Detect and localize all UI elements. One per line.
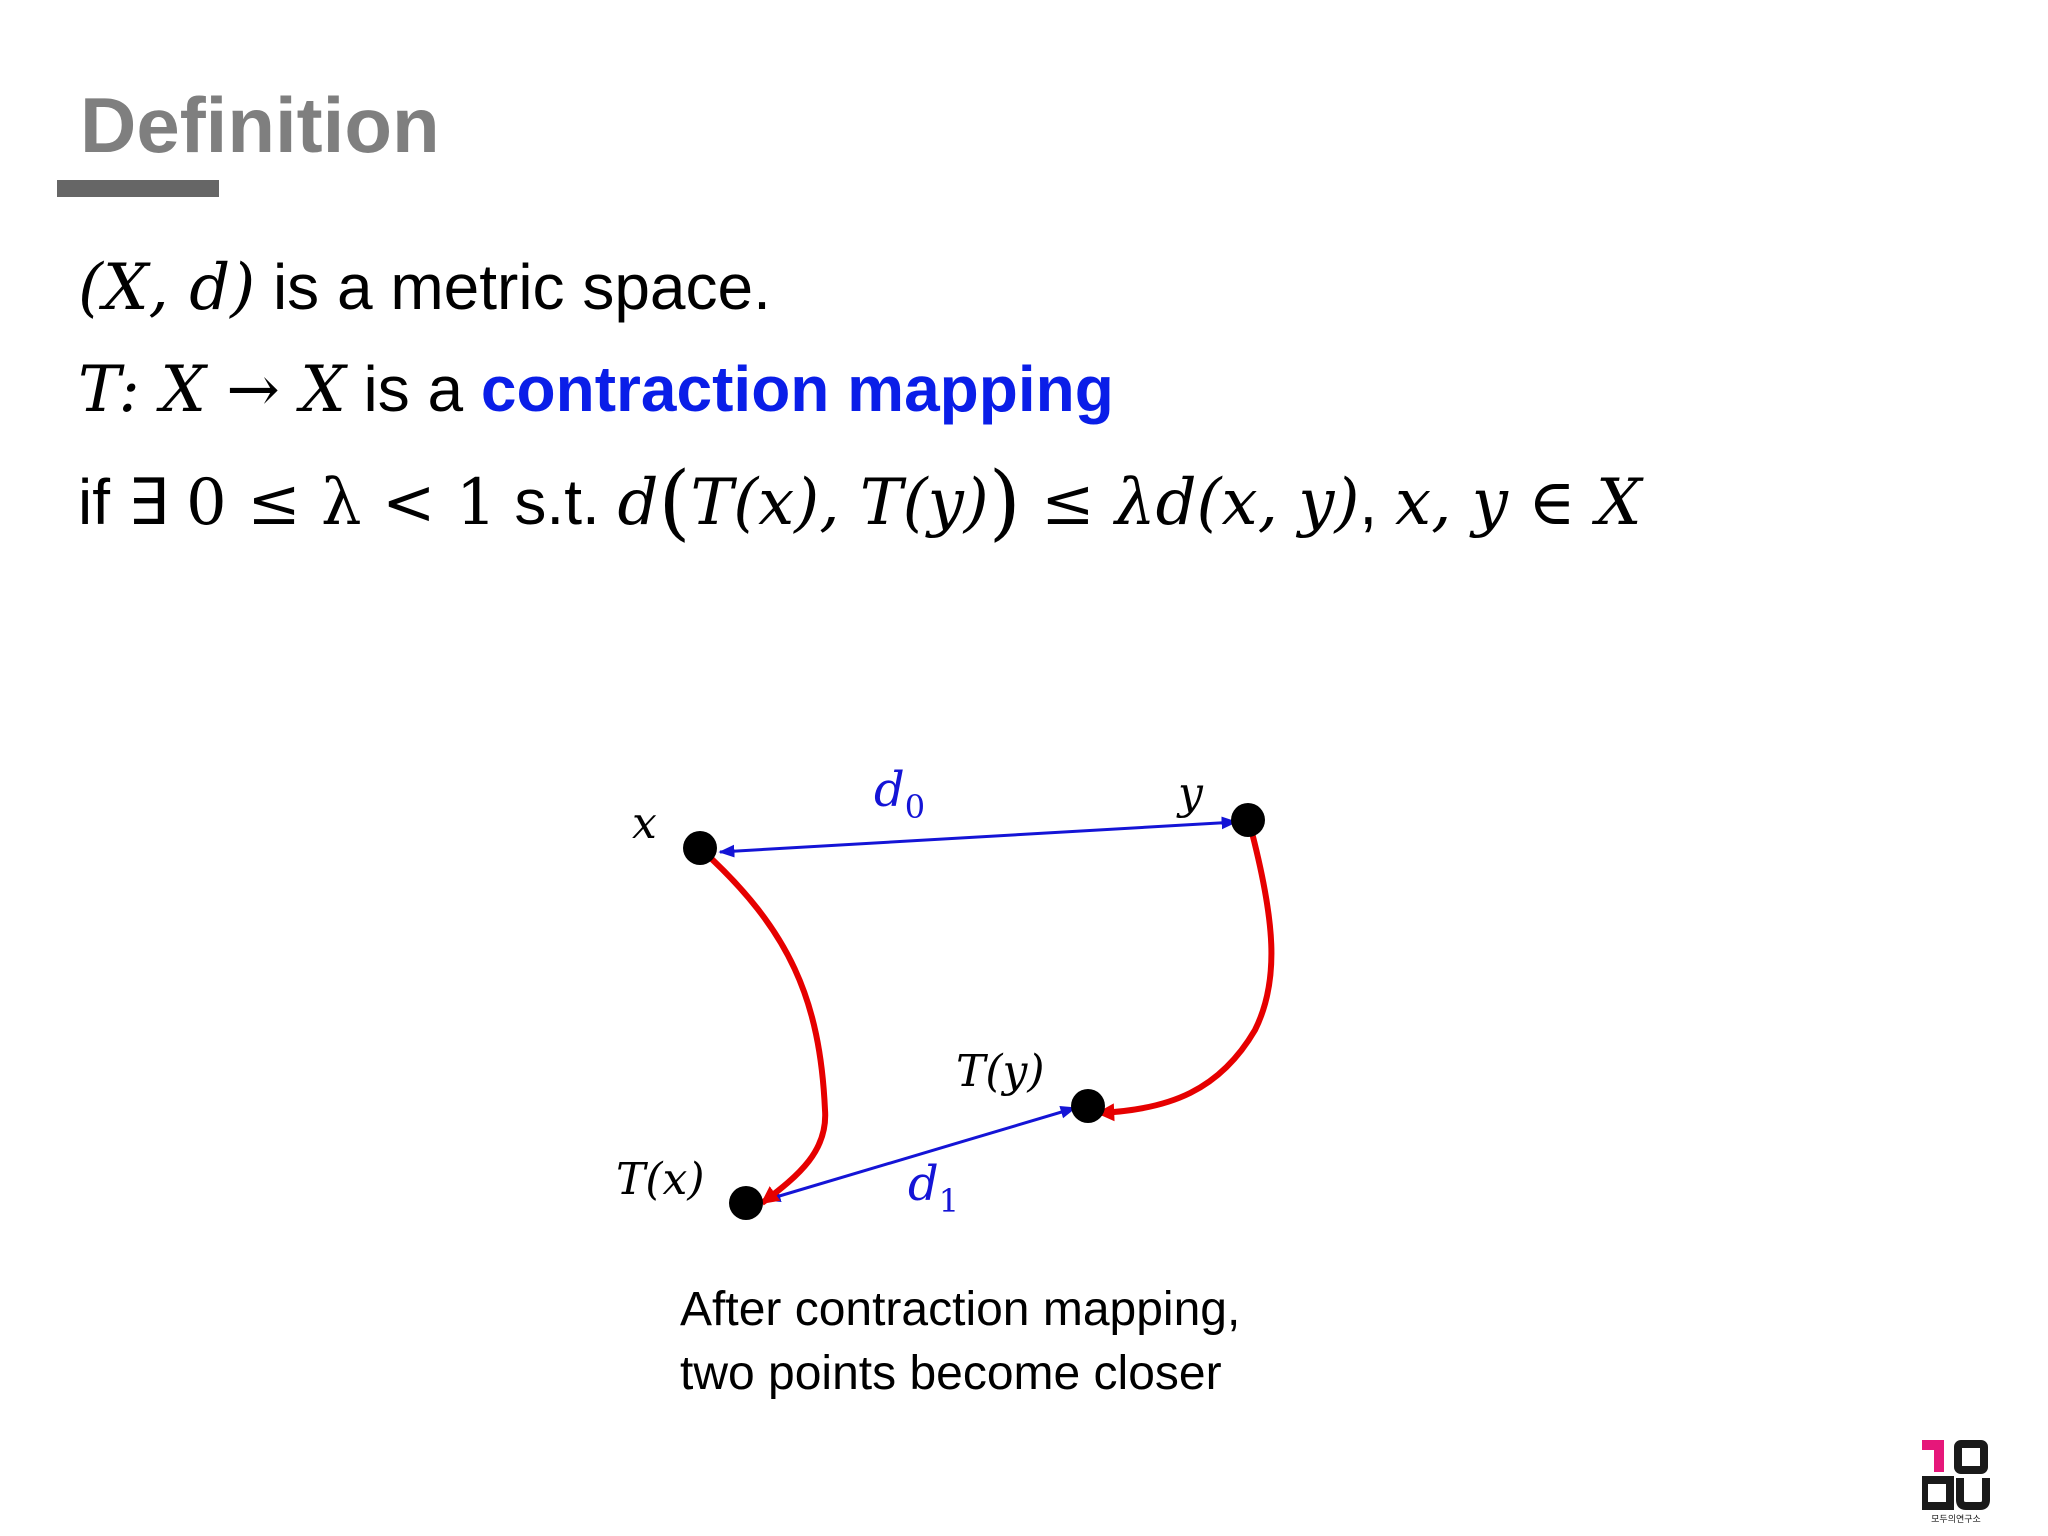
- point-y: [1231, 803, 1265, 837]
- definition-line-contraction: T: X → X is a contraction mapping: [78, 352, 1114, 427]
- brand-logo-icon: 모두의연구소: [1922, 1440, 1990, 1525]
- logo-square: [1922, 1476, 1954, 1510]
- label-d1-main: d: [908, 1156, 939, 1212]
- caption-line-1: After contraction mapping,: [680, 1283, 1241, 1336]
- label-d0-main: d: [874, 762, 905, 818]
- distance-d-symbol: d: [617, 466, 659, 540]
- inequality-rhs: ≤ λd(x, y): [1020, 466, 1360, 540]
- label-x: x: [632, 798, 657, 849]
- definition-line-condition: if ∃ 0 ≤ λ < 1 s.t. d(T(x), T(y)) ≤ λd(x…: [78, 455, 1642, 550]
- domain-expression: x, y ∈ X: [1394, 466, 1642, 540]
- distance-arrow-d1: [764, 1105, 1077, 1203]
- mapping-text: is a: [345, 353, 481, 425]
- logo-cup: [1956, 1478, 1990, 1510]
- slide-title: Definition: [80, 81, 440, 169]
- diagram-caption: After contraction mapping, two points be…: [680, 1278, 1240, 1406]
- lambda-condition: 0 ≤ λ < 1: [186, 466, 497, 540]
- logo-ring: [1954, 1440, 1988, 1474]
- comma-separator: ,: [1359, 466, 1395, 538]
- contraction-mapping-highlight: contraction mapping: [480, 353, 1114, 425]
- mapping-arrow-x-to-Tx: [699, 847, 829, 1206]
- left-big-paren: (: [658, 455, 691, 550]
- caption-line-2: two points become closer: [680, 1347, 1222, 1400]
- logo-pink-block-1: [1922, 1440, 1944, 1450]
- metric-space-symbol: (X, d): [78, 251, 256, 325]
- definition-line-metric-space: (X, d) is a metric space.: [78, 250, 771, 325]
- metric-space-text: is a metric space.: [255, 251, 771, 323]
- label-Tx: T(x): [616, 1154, 705, 1205]
- point-Tx: [729, 1186, 763, 1220]
- point-x: [683, 831, 717, 865]
- mapping-symbol: T: X → X: [78, 353, 346, 427]
- label-d0-sub: 0: [905, 788, 925, 826]
- label-Ty: T(y): [956, 1046, 1045, 1097]
- logo-pink-block-2: [1934, 1450, 1944, 1472]
- distance-arrow-d0: [718, 816, 1238, 858]
- right-big-paren: ): [988, 455, 1021, 550]
- logo-brand-text: 모두의연구소: [1931, 1514, 1981, 1525]
- mapped-points-expression: T(x), T(y): [690, 466, 989, 540]
- title-underline-bar: [57, 180, 219, 197]
- label-d1: d1: [908, 1156, 959, 1220]
- label-d1-sub: 1: [939, 1182, 959, 1220]
- if-exists-text: if ∃: [78, 466, 186, 538]
- mapping-arrow-y-to-Ty: [1096, 824, 1275, 1122]
- label-y: y: [1176, 768, 1204, 819]
- label-d0: d0: [874, 762, 925, 826]
- point-Ty: [1071, 1089, 1105, 1123]
- such-that-text: s.t.: [496, 466, 618, 538]
